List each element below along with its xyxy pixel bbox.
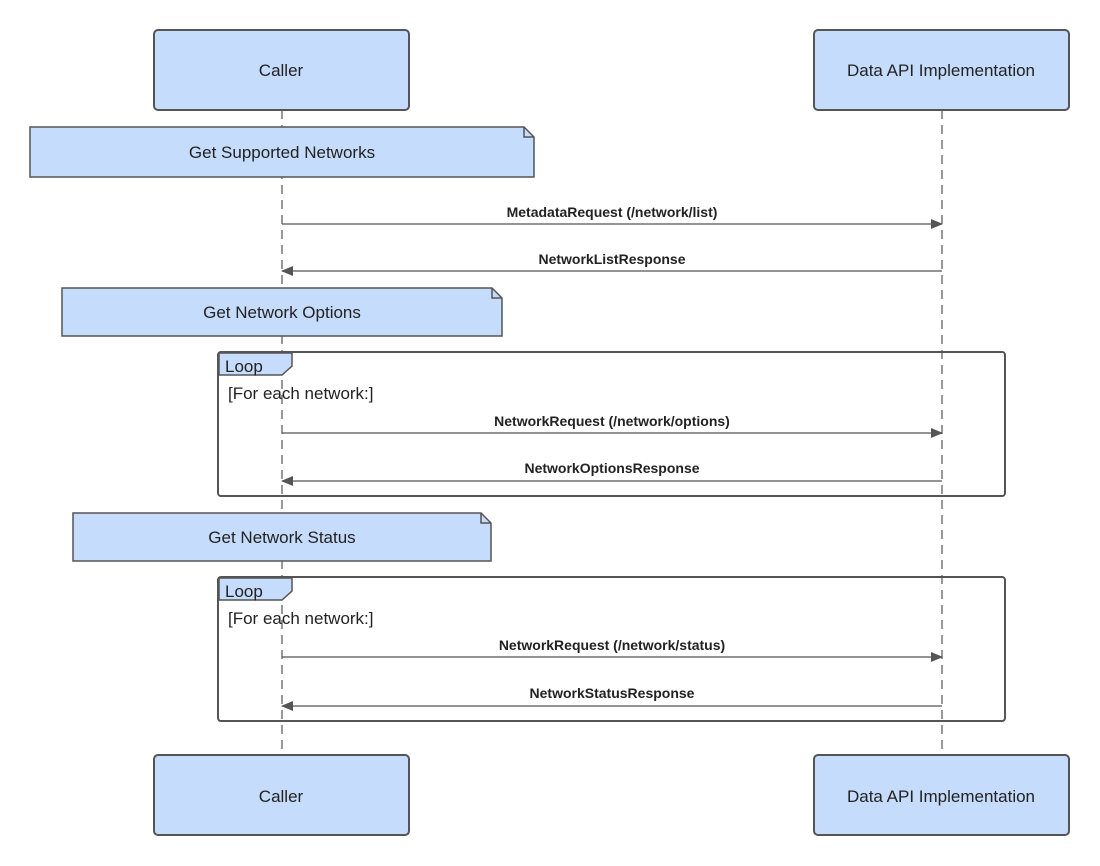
note-get-supported-networks: Get Supported Networks bbox=[29, 126, 535, 178]
message-label: NetworkStatusResponse bbox=[530, 685, 695, 701]
message-network-status-request: NetworkRequest (/network/status) bbox=[282, 637, 943, 662]
actor-box bbox=[153, 754, 410, 836]
actor-label-api-top: Data API Implementation bbox=[847, 61, 1035, 80]
loop-tag-shape bbox=[218, 352, 293, 376]
actor-caller-top: Caller bbox=[153, 29, 410, 111]
message-network-options-response: NetworkOptionsResponse bbox=[281, 460, 942, 486]
actor-label-caller-bottom: Caller bbox=[259, 787, 304, 806]
note-fold bbox=[523, 127, 534, 138]
loop-frame-options: Loop [For each network:] bbox=[217, 351, 1006, 497]
note-shape bbox=[72, 512, 492, 562]
message-network-list-response: NetworkListResponse bbox=[281, 251, 942, 276]
message-label: NetworkListResponse bbox=[538, 251, 685, 267]
loop-condition: [For each network:] bbox=[228, 384, 374, 403]
message-label: NetworkRequest (/network/status) bbox=[499, 637, 725, 653]
actor-api-top: Data API Implementation bbox=[813, 29, 1070, 111]
actor-box bbox=[153, 29, 410, 111]
actor-api-bottom: Data API Implementation bbox=[813, 754, 1070, 836]
note-label: Get Network Status bbox=[208, 528, 355, 547]
actor-label-api-bottom: Data API Implementation bbox=[847, 787, 1035, 806]
loop-frame bbox=[217, 576, 1006, 722]
loop-tag-label: Loop bbox=[225, 357, 263, 376]
note-shape bbox=[61, 287, 503, 337]
message-network-status-response: NetworkStatusResponse bbox=[281, 685, 942, 711]
loop-tag-label: Loop bbox=[225, 582, 263, 601]
note-fold bbox=[480, 513, 491, 524]
note-fold bbox=[491, 288, 502, 299]
loop-frame-status: Loop [For each network:] bbox=[217, 576, 1006, 722]
message-label: MetadataRequest (/network/list) bbox=[507, 204, 718, 220]
loop-condition: [For each network:] bbox=[228, 609, 374, 628]
actor-caller-bottom: Caller bbox=[153, 754, 410, 836]
note-label: Get Supported Networks bbox=[189, 143, 375, 162]
actor-box bbox=[813, 754, 1070, 836]
loop-frame bbox=[217, 351, 1006, 497]
message-metadata-request: MetadataRequest (/network/list) bbox=[282, 204, 943, 229]
note-get-network-status: Get Network Status bbox=[72, 512, 492, 562]
actor-box bbox=[813, 29, 1070, 111]
loop-tag-shape bbox=[218, 577, 293, 601]
note-shape bbox=[29, 126, 535, 178]
note-get-network-options: Get Network Options bbox=[61, 287, 503, 337]
note-label: Get Network Options bbox=[203, 303, 361, 322]
actor-label-caller-top: Caller bbox=[259, 61, 304, 80]
message-network-options-request: NetworkRequest (/network/options) bbox=[282, 413, 943, 438]
message-label: NetworkOptionsResponse bbox=[524, 460, 699, 476]
message-label: NetworkRequest (/network/options) bbox=[494, 413, 730, 429]
